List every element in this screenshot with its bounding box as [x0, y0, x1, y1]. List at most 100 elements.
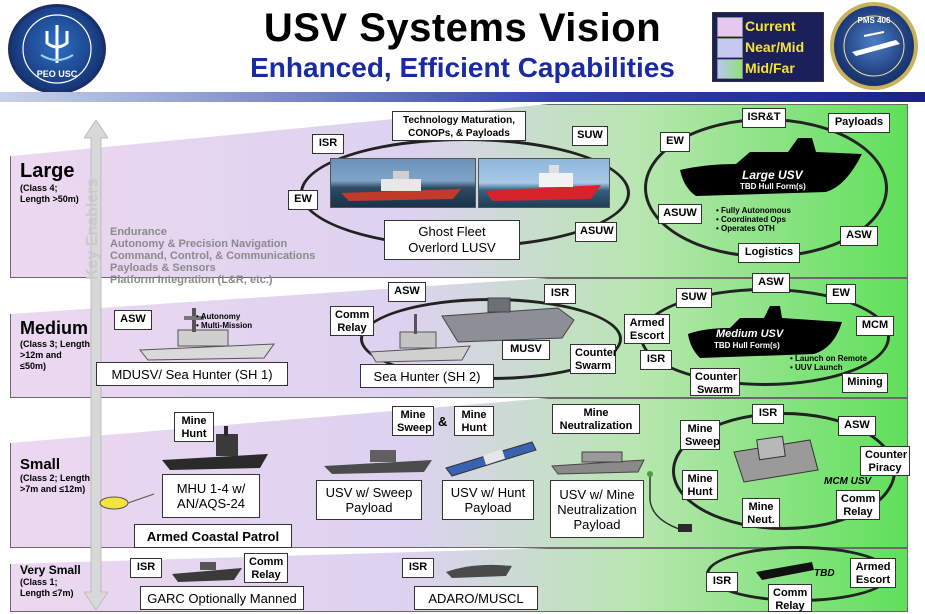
large-payloads-box: Payloads: [828, 113, 890, 133]
garc-label: GARC Optionally Manned: [140, 586, 304, 610]
medium-comm-relay-box: Comm Relay: [330, 306, 374, 336]
class-description: (Class 1; Length ≤7m): [20, 577, 74, 598]
class-title: Small: [20, 456, 61, 473]
medium-asw-box: ASW: [114, 310, 152, 330]
legend-label-near-mid: Near/Mid: [745, 39, 805, 55]
enabler-item: Endurance: [110, 226, 167, 238]
small-mine-hunt2-box: Mine Hunt: [454, 406, 494, 436]
garc-boat: [172, 562, 242, 582]
class-title: Large: [20, 160, 75, 182]
vs-future-armed-escort-box: Armed Escort: [850, 558, 896, 588]
mcm-usv-name: MCM USV: [824, 476, 872, 487]
small-mine-hunt-box: Mine Hunt: [174, 412, 214, 442]
medium-counter-swarm-box: Counter Swarm: [570, 344, 617, 374]
class-description: (Class 3; Length >12m and ≤50m): [20, 339, 91, 371]
medium-armed-escort-box: Armed Escort: [624, 314, 670, 344]
mhu-label: MHU 1-4 w/ AN/AQS-24: [162, 474, 260, 518]
small-future-mine-hunt-box: Mine Hunt: [682, 470, 718, 500]
large-ew-box: EW: [288, 190, 318, 210]
medium-usv-silhouette: [688, 306, 842, 358]
legend-swatch-near-mid: [717, 38, 743, 58]
seal-label: PMS 406: [857, 16, 891, 25]
adaro-boat: [446, 564, 512, 578]
class-medium: Medium (Class 3; Length >12m and ≤50m): [20, 318, 90, 372]
adaro-label: ADARO/MUSCL: [414, 586, 538, 610]
large-asuw-box: ASUW: [575, 222, 617, 242]
ghost-fleet-text: Ghost Fleet Overlord LUSV: [408, 224, 496, 255]
neutralizer-drone-icon: [647, 471, 692, 532]
sh1-bullets: • Autonomy • Multi-Mission: [196, 312, 252, 330]
enabler-item: Platform Integration (L&R, etc.): [110, 274, 273, 286]
large-isrt-box: ISR&T: [742, 108, 786, 128]
tech-maturation-box: Technology Maturation, CONOPs, & Payload…: [392, 111, 526, 141]
enabler-item: Command, Control, & Communications: [110, 250, 316, 262]
large-logistics-box: Logistics: [738, 243, 800, 263]
medium-isr-box: ISR: [544, 284, 576, 304]
bullet-item: • UUV Launch: [790, 363, 843, 372]
enabler-item: Autonomy & Precision Navigation: [110, 238, 288, 250]
vs-tbd-label: TBD: [814, 568, 835, 579]
enablers-list: Endurance Autonomy & Precision Navigatio…: [110, 226, 315, 286]
class-large: Large (Class 4; Length >50m): [20, 160, 84, 205]
header-divider: [0, 92, 925, 102]
large-future-ew-box: EW: [660, 132, 690, 152]
large-future-asuw-box: ASUW: [658, 204, 702, 224]
vs-future-isr-box: ISR: [706, 572, 738, 592]
small-amp: &: [438, 414, 448, 429]
musv-ship: [441, 297, 575, 343]
ghost-fleet-label: Ghost Fleet Overlord LUSV: [384, 220, 520, 260]
large-usv-bullets: • Fully Autonomous • Coordinated Ops • O…: [716, 206, 791, 233]
ship-emblem-icon: [843, 15, 905, 77]
small-future-mine-neut-box: Mine Neut.: [742, 498, 780, 528]
sweep-payload-label: USV w/ Sweep Payload: [316, 480, 422, 520]
hunt-boat: [445, 441, 537, 477]
key-enablers-label: Key Enablers: [84, 178, 101, 280]
bullet-item: • Coordinated Ops: [716, 215, 786, 224]
class-description: (Class 2; Length >7m and ≤12m): [20, 473, 91, 494]
vs-future-boat: [756, 562, 814, 580]
bullet-item: • Launch on Remote: [790, 354, 868, 363]
towed-sonar-icon: [99, 493, 155, 510]
medium-future-ew-box: EW: [826, 284, 856, 304]
legend: Current Near/Mid Mid/Far: [712, 12, 824, 82]
class-title: Medium: [20, 318, 89, 338]
bullet-item: • Multi-Mission: [196, 321, 253, 330]
small-mine-sweep-box: Mine Sweep: [392, 406, 434, 436]
medium-future-counter-swarm-box: Counter Swarm: [690, 368, 740, 396]
sh2-label: Sea Hunter (SH 2): [360, 364, 494, 388]
sea-hunter-2-ship: [369, 314, 471, 363]
medium-usv-sub: TBD Hull Form(s): [714, 341, 780, 350]
mine-neutralization-box: Mine Neutralization: [552, 404, 640, 434]
medium-usv-name: Medium USV: [716, 328, 784, 340]
neutralization-boat: [551, 451, 645, 475]
class-description: (Class 4; Length >50m): [20, 183, 79, 204]
ghost-fleet-photo-2: [478, 158, 610, 208]
neutralization-payload-label: USV w/ Mine Neutralization Payload: [550, 480, 644, 538]
large-usv-silhouette: [680, 138, 862, 196]
enabler-item: Payloads & Sensors: [110, 262, 216, 274]
pms-406-seal: PMS 406: [830, 2, 918, 90]
large-usv-sub: TBD Hull Form(s): [740, 182, 806, 191]
page-title: USV Systems Vision: [263, 6, 662, 50]
hunt-payload-label: USV w/ Hunt Payload: [442, 480, 534, 520]
small-future-mine-sweep-box: Mine Sweep: [680, 420, 720, 450]
medium-future-mcm-box: MCM: [856, 316, 894, 336]
bullet-item: • Operates OTH: [716, 224, 775, 233]
sweep-boat: [324, 450, 432, 474]
mhu-boat: [162, 426, 268, 470]
vs-future-comm-relay-box: Comm Relay: [768, 584, 812, 612]
vs-comm-relay-box: Comm Relay: [244, 553, 288, 583]
class-small: Small (Class 2; Length >7m and ≤12m): [20, 456, 90, 495]
vs-isr2-box: ISR: [402, 558, 434, 578]
musv-box: MUSV: [502, 340, 550, 360]
small-future-asw-box: ASW: [838, 416, 876, 436]
medium-usv-bullets: • Launch on Remote • UUV Launch: [790, 354, 867, 372]
large-isr-box: ISR: [312, 134, 344, 154]
peo-usc-seal: PEO USC: [8, 4, 106, 94]
seal-label: PEO USC: [36, 69, 78, 79]
legend-swatch-current: [717, 17, 743, 37]
small-future-comm-relay-box: Comm Relay: [836, 490, 880, 520]
medium-future-suw-box: SUW: [676, 288, 712, 308]
page-subtitle: Enhanced, Efficient Capabilities: [250, 52, 675, 83]
medium-future-asw-box: ASW: [752, 273, 790, 293]
